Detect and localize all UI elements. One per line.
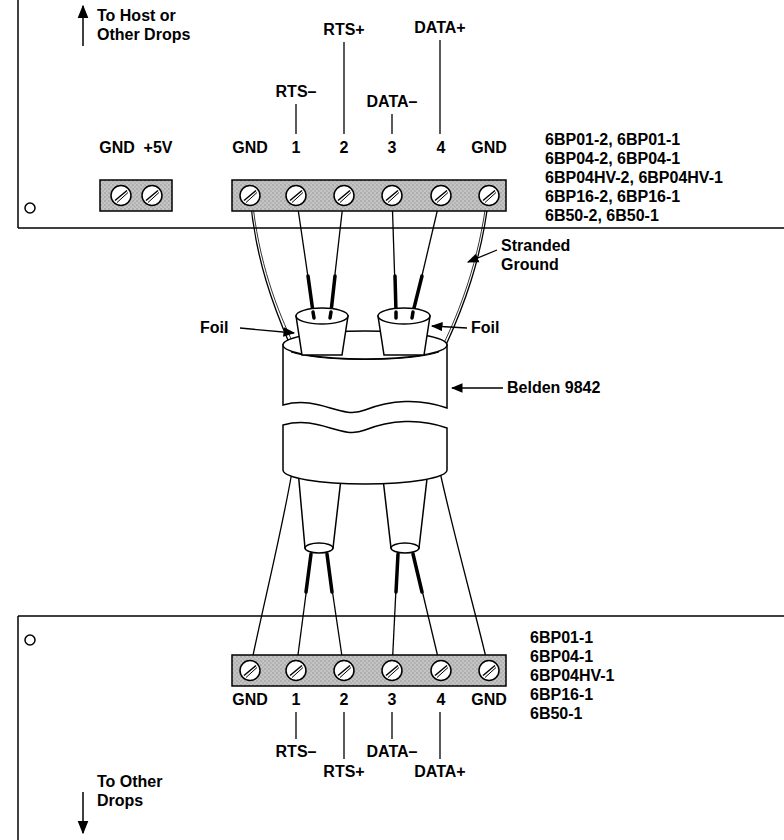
part-name: Foil [471,318,499,337]
model-name: 6B50-2, 6B50-1 [545,206,659,225]
terminal-name: GND [471,138,507,157]
signal-name: RTS– [276,742,317,761]
terminal-name: +5V [144,138,173,157]
direction-arrow [82,6,84,46]
power-terminal-block [100,180,172,211]
signal-name: DATA+ [414,762,465,781]
terminal-name: GND [232,690,268,709]
leader-line [296,40,440,134]
pin-number: 2 [340,690,349,709]
signal-name: RTS+ [323,762,364,781]
model-name: 6BP04-1 [530,647,593,666]
direction-arrow [82,792,84,833]
callout-arrow [240,250,503,388]
wire-insulation [306,554,422,592]
pin-number: 1 [292,138,301,157]
pin-number: 2 [340,138,349,157]
wire [250,472,489,670]
signal-name: RTS+ [323,20,364,39]
terminal-name: GND [99,138,135,157]
model-name: 6BP04HV-1 [530,666,615,685]
foil-shield [296,308,430,355]
terminal-block [232,655,506,686]
signal-name: DATA+ [414,18,465,37]
model-name: 6BP01-1 [530,628,593,647]
part-name: Belden 9842 [507,378,600,397]
signal-name: RTS– [276,82,317,101]
part-name: Foil [200,318,228,337]
pin-number: 4 [437,690,446,709]
model-name: 6B50-1 [530,704,582,723]
model-name: 6BP04HV-2, 6BP04HV-1 [545,168,723,187]
wire [313,312,413,318]
bottom-board [18,616,784,840]
terminal-block [232,180,506,211]
wire [250,195,489,345]
pin-number: 1 [292,690,301,709]
model-name: 6BP04-2, 6BP04-1 [545,149,680,168]
direction-note: To Other Drops [97,772,187,810]
pin-number: 3 [388,690,397,709]
signal-name: DATA– [367,742,418,761]
model-name: 6BP01-2, 6BP01-1 [545,130,680,149]
terminal-name: GND [232,138,268,157]
terminal-name: GND [471,690,507,709]
wire-insulation [308,276,422,312]
part-name: Stranded Ground [501,236,591,274]
direction-note: To Host or Other Drops [97,6,202,44]
top-board [18,0,784,228]
model-name: 6BP16-2, 6BP16-1 [545,187,680,206]
signal-name: DATA– [367,92,418,111]
model-name: 6BP16-1 [530,685,593,704]
pin-number: 4 [437,138,446,157]
pin-number: 3 [388,138,397,157]
